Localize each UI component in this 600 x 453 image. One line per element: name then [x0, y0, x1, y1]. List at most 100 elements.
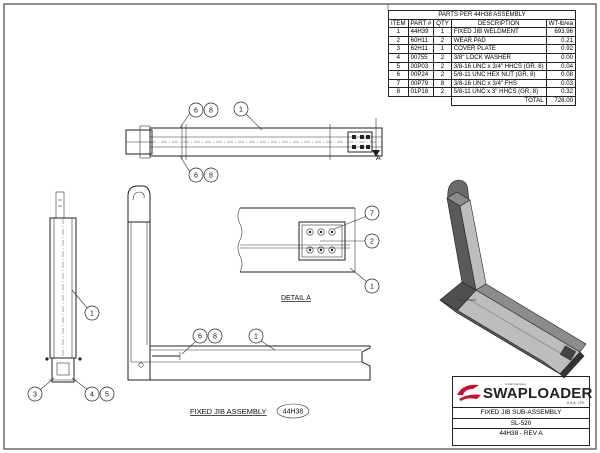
balloon-8-front: 8 [213, 334, 217, 341]
isometric-view [439, 179, 587, 379]
total-value: 728.00 [545, 95, 577, 106]
balloon-group-top-lower [179, 155, 219, 183]
balloon-group-detail [333, 205, 380, 294]
cell-qty: 2 [433, 61, 452, 72]
cell-qty: 2 [433, 35, 452, 46]
table-row: 3 62H11 1 COVER PLATE 0.92 [388, 44, 577, 54]
cell-item: 3 [388, 44, 409, 54]
balloon-6-front: 6 [198, 334, 202, 341]
parts-list-title-row: PARTS PER 44H38 ASSEMBLY [387, 10, 577, 20]
cell-qty: 2 [433, 87, 452, 97]
detail-a-label: DETAIL A [281, 295, 311, 302]
balloon-1-top: 1 [239, 107, 243, 114]
cell-description: WEAR PAD [450, 35, 547, 46]
title-description: FIXED JIB SUB-ASSEMBLY [453, 408, 589, 419]
assembly-id: 44H38 [283, 409, 304, 416]
front-view [127, 185, 371, 381]
parts-list-table: PARTS PER 44H38 ASSEMBLY ITEM PART # QTY… [387, 10, 577, 106]
cell-weight: 0.04 [545, 61, 577, 72]
sheet-border [3, 3, 597, 450]
cell-weight: 0.08 [545, 70, 577, 80]
cell-description: 3/8-16 UNC x 3/4" HHCS (GR. 8) [450, 61, 547, 72]
cell-part: 60H11 [407, 35, 435, 46]
balloon-1-detail: 1 [370, 284, 374, 291]
balloon-group-side [27, 289, 115, 402]
drawing-number: SL-520 [453, 419, 589, 429]
top-view [125, 118, 383, 160]
balloon-7-detail: 7 [370, 211, 374, 218]
cell-part: 00755 [407, 52, 435, 63]
cell-qty: 2 [433, 70, 452, 80]
cell-part: 44H39 [407, 27, 435, 37]
section-marker-a: A [376, 155, 381, 162]
cell-part: 00P24 [407, 70, 435, 80]
header-item: ITEM [388, 18, 409, 29]
balloon-1-front: 1 [254, 334, 258, 341]
side-view [45, 191, 82, 383]
cell-description: 3/8" LOCK WASHER [450, 52, 547, 63]
cell-qty: 1 [433, 44, 452, 54]
brand-sub: U.S.A. LTD. [566, 401, 585, 405]
cell-weight: 0.03 [545, 78, 577, 89]
cell-item: 8 [388, 87, 409, 97]
balloon-5-side: 5 [105, 392, 109, 399]
balloon-6-bottom: 6 [194, 173, 198, 180]
balloon-8-bottom: 8 [209, 173, 213, 180]
cell-weight: 693.96 [545, 27, 577, 37]
balloon-3-side: 3 [33, 392, 37, 399]
cell-description: 5/8-11 UNC HEX NUT (GR. 8) [450, 70, 547, 80]
balloon-group-top-item1 [233, 101, 263, 131]
cell-qty: 2 [433, 52, 452, 63]
cell-weight: 0.92 [545, 44, 577, 54]
brand-name: SWAPLOADER [483, 385, 593, 402]
cell-description: FIXED JIB WELDMENT [450, 27, 547, 37]
total-label: TOTAL [450, 95, 547, 106]
balloon-1-side: 1 [90, 311, 94, 318]
title-block: A Heil Company SWAPLOADER U.S.A. LTD. FI… [452, 376, 592, 446]
cell-item: 2 [388, 35, 409, 46]
header-part-number: PART # [407, 18, 435, 29]
cell-item: 1 [388, 27, 409, 37]
assembly-label: FIXED JIB ASSEMBLY [190, 407, 267, 416]
header-description: DESCRIPTION [450, 18, 547, 29]
balloon-2-detail: 2 [370, 239, 374, 246]
cell-weight: 0.21 [545, 35, 577, 46]
balloon-group-front [181, 328, 276, 355]
cell-item: 6 [388, 70, 409, 80]
brand-tag: A Heil Company [505, 382, 527, 386]
cell-qty: 1 [433, 27, 452, 37]
cell-item: 5 [388, 61, 409, 72]
cell-item: 7 [388, 78, 409, 89]
logo-swoosh-icon [457, 384, 481, 401]
parts-list-total-row: TOTAL 728.00 [388, 95, 577, 106]
cell-weight: 0.32 [545, 87, 577, 97]
drawing-revision: 44H38 - REV A [499, 430, 543, 437]
table-row: 8 01P18 2 5/8-11 UNC x 3" HHCS (GR. 8) 0… [388, 87, 577, 97]
company-logo: A Heil Company SWAPLOADER U.S.A. LTD. [453, 377, 592, 408]
table-row: 7 00P79 8 3/8-16 UNC x 3/4" FHS 0.03 [388, 78, 577, 89]
balloon-8-top: 8 [209, 108, 213, 115]
table-row: 1 44H39 1 FIXED JIB WELDMENT 693.96 [388, 27, 577, 37]
header-qty: QTY [433, 18, 452, 29]
cell-description: 5/8-11 UNC x 3" HHCS (GR. 8) [450, 87, 547, 97]
cell-weight: 0.00 [545, 52, 577, 63]
table-row: 4 00755 2 3/8" LOCK WASHER 0.00 [388, 52, 577, 63]
cell-part: 00P79 [407, 78, 435, 89]
cell-part: 62H11 [407, 44, 435, 54]
header-weight: WT-lb/ea [545, 18, 577, 29]
parts-list-header-row: ITEM PART # QTY DESCRIPTION WT-lb/ea [388, 18, 577, 29]
detail-a-view [237, 207, 356, 273]
cell-qty: 8 [433, 78, 452, 89]
cell-part: 00P03 [407, 61, 435, 72]
cell-item: 4 [388, 52, 409, 63]
table-row: 5 00P03 2 3/8-16 UNC x 3/4" HHCS (GR. 8)… [388, 61, 577, 72]
cell-description: COVER PLATE [450, 44, 547, 54]
cell-description: 3/8-16 UNC x 3/4" FHS [450, 78, 547, 89]
table-row: 2 60H11 2 WEAR PAD 0.21 [388, 35, 577, 46]
cell-part: 01P18 [407, 87, 435, 97]
balloon-4-side: 4 [90, 392, 94, 399]
parts-list-title: PARTS PER 44H38 ASSEMBLY [387, 10, 577, 20]
balloon-group-top-upper [179, 102, 219, 129]
assembly-id-ellipse [276, 403, 310, 419]
